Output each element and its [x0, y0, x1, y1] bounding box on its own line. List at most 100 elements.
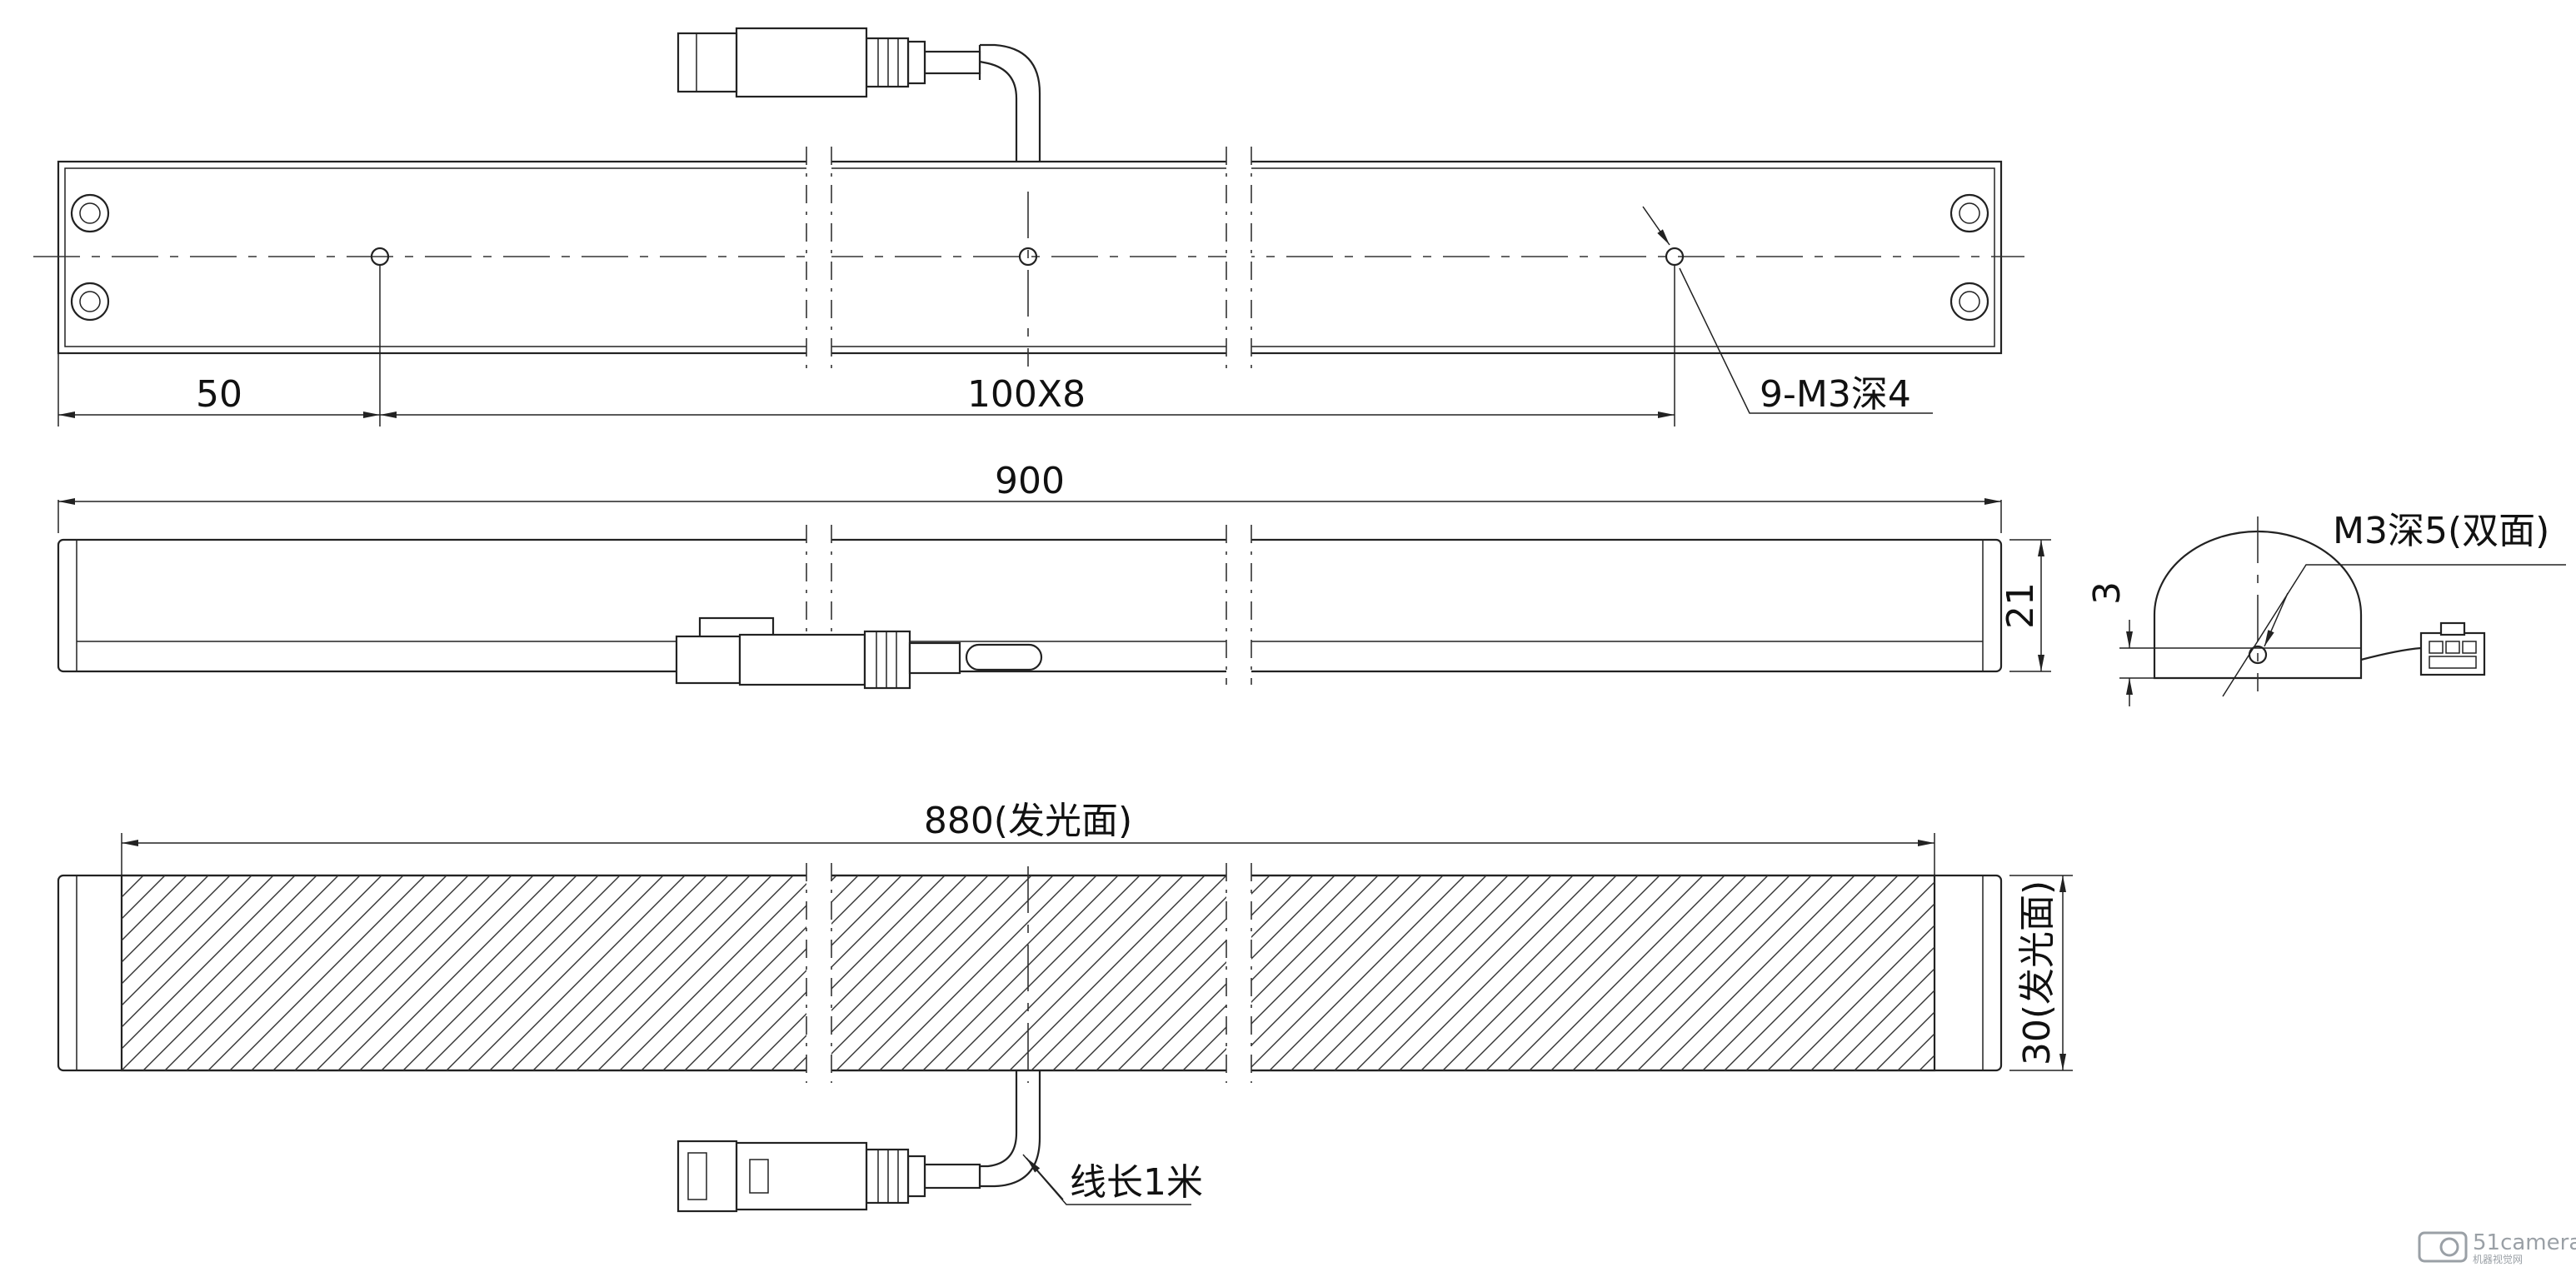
hatch-line [1637, 875, 1834, 1070]
side-connector [2360, 621, 2486, 676]
hatch-line [1485, 875, 1682, 1070]
hatch-line [1810, 946, 1934, 1070]
hatch-line [1117, 875, 1314, 1070]
corner-hole [70, 282, 110, 322]
hatch-line [272, 875, 469, 1070]
dim-height: 21 [1999, 582, 2042, 629]
hatch-line [814, 875, 1011, 1070]
dim-emitting-length: 880(发光面) [924, 800, 1132, 842]
label-side-holes: M3深5(双面) [2333, 510, 2549, 552]
hatch-line [1529, 875, 1725, 1070]
hatch-line [1789, 925, 1934, 1070]
hatch-line [467, 875, 664, 1070]
hatch-line [164, 875, 361, 1070]
hatch-line [1161, 875, 1357, 1070]
hatch-line [1182, 875, 1379, 1070]
hatch-line [1854, 990, 1934, 1070]
hatch-line [1680, 875, 1877, 1070]
hatch-line [122, 875, 166, 920]
hatch-line [619, 875, 816, 1070]
hatch-line [1572, 875, 1769, 1070]
hatch-line [359, 875, 556, 1070]
watermark: 51camera 机器视觉网 [2418, 1230, 2576, 1265]
hatch-line [424, 875, 621, 1070]
dim-hole-pitch: 100X8 [967, 373, 1086, 416]
hatch-line [857, 875, 1054, 1070]
cable-connector [676, 27, 1041, 162]
hatch-line [122, 875, 187, 941]
top-view-body [57, 160, 2003, 355]
hatch-line [987, 875, 1184, 1070]
hatch-line [381, 875, 577, 1070]
hatch-line [901, 875, 1097, 1070]
front-view: 900 21 [57, 460, 2051, 690]
hatch-line [1594, 875, 1790, 1070]
hatch-line [122, 875, 317, 1070]
hatch-line [1312, 875, 1509, 1070]
dim-hole-start: 50 [196, 373, 242, 416]
hatch-line [1659, 875, 1855, 1070]
hatch-line [1377, 875, 1574, 1070]
hatch-line [1745, 881, 1934, 1070]
hatch-line [771, 875, 967, 1070]
hatch-line [684, 875, 881, 1070]
hatch-line [1724, 875, 1920, 1070]
side-view: 3 M3深5(双面) [2086, 510, 2566, 706]
hatch-line [207, 875, 404, 1070]
hatch-line [446, 875, 642, 1070]
corner-hole [1949, 282, 1989, 322]
hatch-line [229, 875, 426, 1070]
hatch-line [1464, 875, 1660, 1070]
hatch-line [337, 875, 534, 1070]
hatch-line [922, 875, 1119, 1070]
hatch-line [489, 875, 686, 1070]
hatch-line [554, 875, 751, 1070]
hatch-line [402, 875, 599, 1070]
hatch-line [1550, 875, 1747, 1070]
top-view: 50 100X8 9-M3深4 [33, 27, 2024, 426]
hatch-line [142, 875, 339, 1070]
hatch-line [1290, 875, 1487, 1070]
watermark-logo-text: 51camera [2473, 1230, 2576, 1255]
hatch-line [511, 875, 707, 1070]
front-connector [675, 616, 1043, 690]
hatch-line [186, 875, 382, 1070]
hatch-line [532, 875, 729, 1070]
hatch-line [1052, 875, 1249, 1070]
hatch-line [122, 875, 296, 1050]
label-cable-length: 线长1米 [1070, 1161, 1203, 1204]
hatch-line [706, 875, 902, 1070]
dim-side-offset: 3 [2086, 581, 2129, 605]
m3-hole [1018, 247, 1038, 267]
hatch-line [251, 875, 447, 1070]
hatch-line [122, 875, 231, 985]
hatch-line [1875, 1011, 1934, 1070]
hatch-line [0, 875, 122, 1070]
front-view-body [57, 538, 2003, 673]
corner-hole [70, 193, 110, 233]
hatch-line [641, 875, 837, 1070]
hatch-line [1420, 875, 1617, 1070]
hatch-line [597, 875, 794, 1070]
hatch-line [1247, 875, 1444, 1070]
hatch-line [1031, 875, 1227, 1070]
corner-hole [1949, 193, 1989, 233]
watermark-logo-icon [2418, 1231, 2468, 1263]
hatch-line [1615, 875, 1812, 1070]
hatch-line [122, 875, 252, 1006]
hatch-line [1334, 875, 1530, 1070]
watermark-sub-text: 机器视觉网 [2473, 1253, 2523, 1265]
hatch-line [749, 875, 946, 1070]
emitting-face-hatch [0, 875, 1934, 1070]
hatch-line [966, 875, 1162, 1070]
hatch-line [1832, 968, 1934, 1070]
hatch-line [122, 875, 209, 963]
hatch-line [294, 875, 491, 1070]
hatch-line [879, 875, 1076, 1070]
hatch-line [1355, 875, 1552, 1070]
hatch-line [1442, 875, 1639, 1070]
label-top-holes: 9-M3深4 [1760, 373, 1911, 416]
hatch-line [1399, 875, 1595, 1070]
bottom-cable-connector [676, 1070, 1041, 1213]
